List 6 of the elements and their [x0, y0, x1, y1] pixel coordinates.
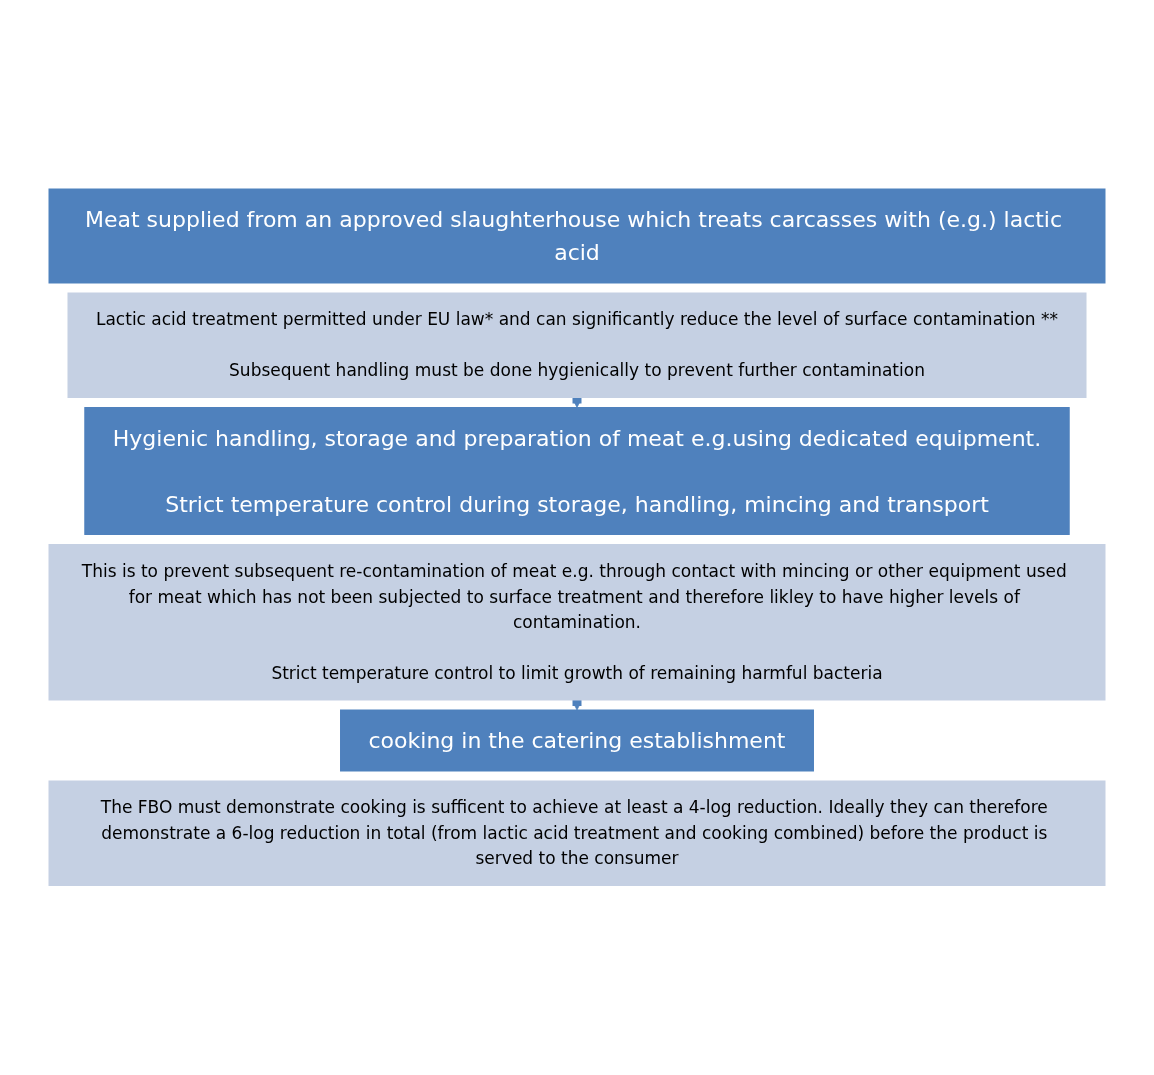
node-box: This is to prevent subsequent re-contamination of meat e.g. through contact with mincing or other equipment used for meat which has not been subjected to surface treatment and therefore likley to have higher levels of contamination. Strict temperature control to limit growth of remaining harmful bacteria	[48, 544, 1106, 701]
node-box: Hygienic handling, storage and preparation of meat e.g.using dedicated equipment. Strict temperature control during storage, handling, mincing and transport	[84, 407, 1070, 536]
node-box: The FBO must demonstrate cooking is sufficent to achieve at least a 4-log reduction. Ideally they can therefore demonstrate a 6-log reduction in total (from lactic acid treatment and cooking combined) before the product is served to the consumer	[48, 780, 1106, 887]
node-box: cooking in the catering establishment	[340, 709, 814, 772]
node-box: Lactic acid treatment permitted under EU law* and can significantly reduce the level of surface contamination ** Subsequent handling must be done hygienically to prevent further contamination	[67, 292, 1087, 399]
node-box: Meat supplied from an approved slaughterhouse which treats carcasses with (e.g.) lactic acid	[48, 188, 1106, 284]
